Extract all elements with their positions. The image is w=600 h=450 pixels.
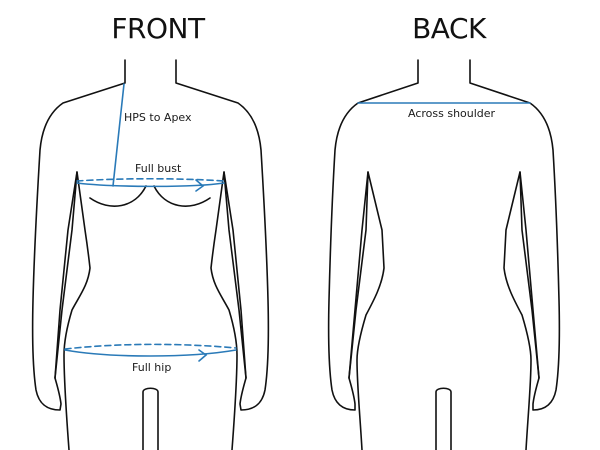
front-left-outline	[31, 59, 126, 450]
back-left-inner-arm	[348, 171, 369, 379]
back-left-outline	[327, 59, 419, 450]
full-hip-arrow-icon	[198, 349, 208, 362]
front-right-outline	[175, 59, 270, 450]
back-right-outline	[469, 59, 561, 450]
full-hip-solid-front	[64, 349, 237, 357]
front-title: FRONT	[111, 12, 205, 45]
front-crotch	[142, 387, 159, 450]
back-title: BACK	[412, 12, 486, 45]
front-right-bust-curve	[153, 185, 211, 207]
back-crotch	[435, 387, 452, 450]
full-hip-dashed-back	[64, 343, 237, 350]
front-measurements	[64, 83, 237, 362]
front-right-inner-arm	[223, 171, 247, 379]
full-bust-label: Full bust	[135, 162, 182, 175]
back-right-inner-arm	[519, 171, 540, 379]
front-figure	[31, 59, 270, 450]
hps-to-apex-line	[112, 83, 125, 187]
hps-to-apex-label: HPS to Apex	[124, 111, 192, 124]
full-bust-arrow-icon	[195, 179, 205, 192]
across-shoulder-label: Across shoulder	[408, 107, 496, 120]
full-hip-label: Full hip	[132, 361, 172, 374]
front-left-bust-curve	[89, 185, 147, 207]
full-bust-dashed-back	[76, 177, 225, 182]
back-figure	[327, 59, 561, 450]
full-bust-solid-front	[76, 182, 225, 188]
front-left-inner-arm	[54, 171, 78, 379]
